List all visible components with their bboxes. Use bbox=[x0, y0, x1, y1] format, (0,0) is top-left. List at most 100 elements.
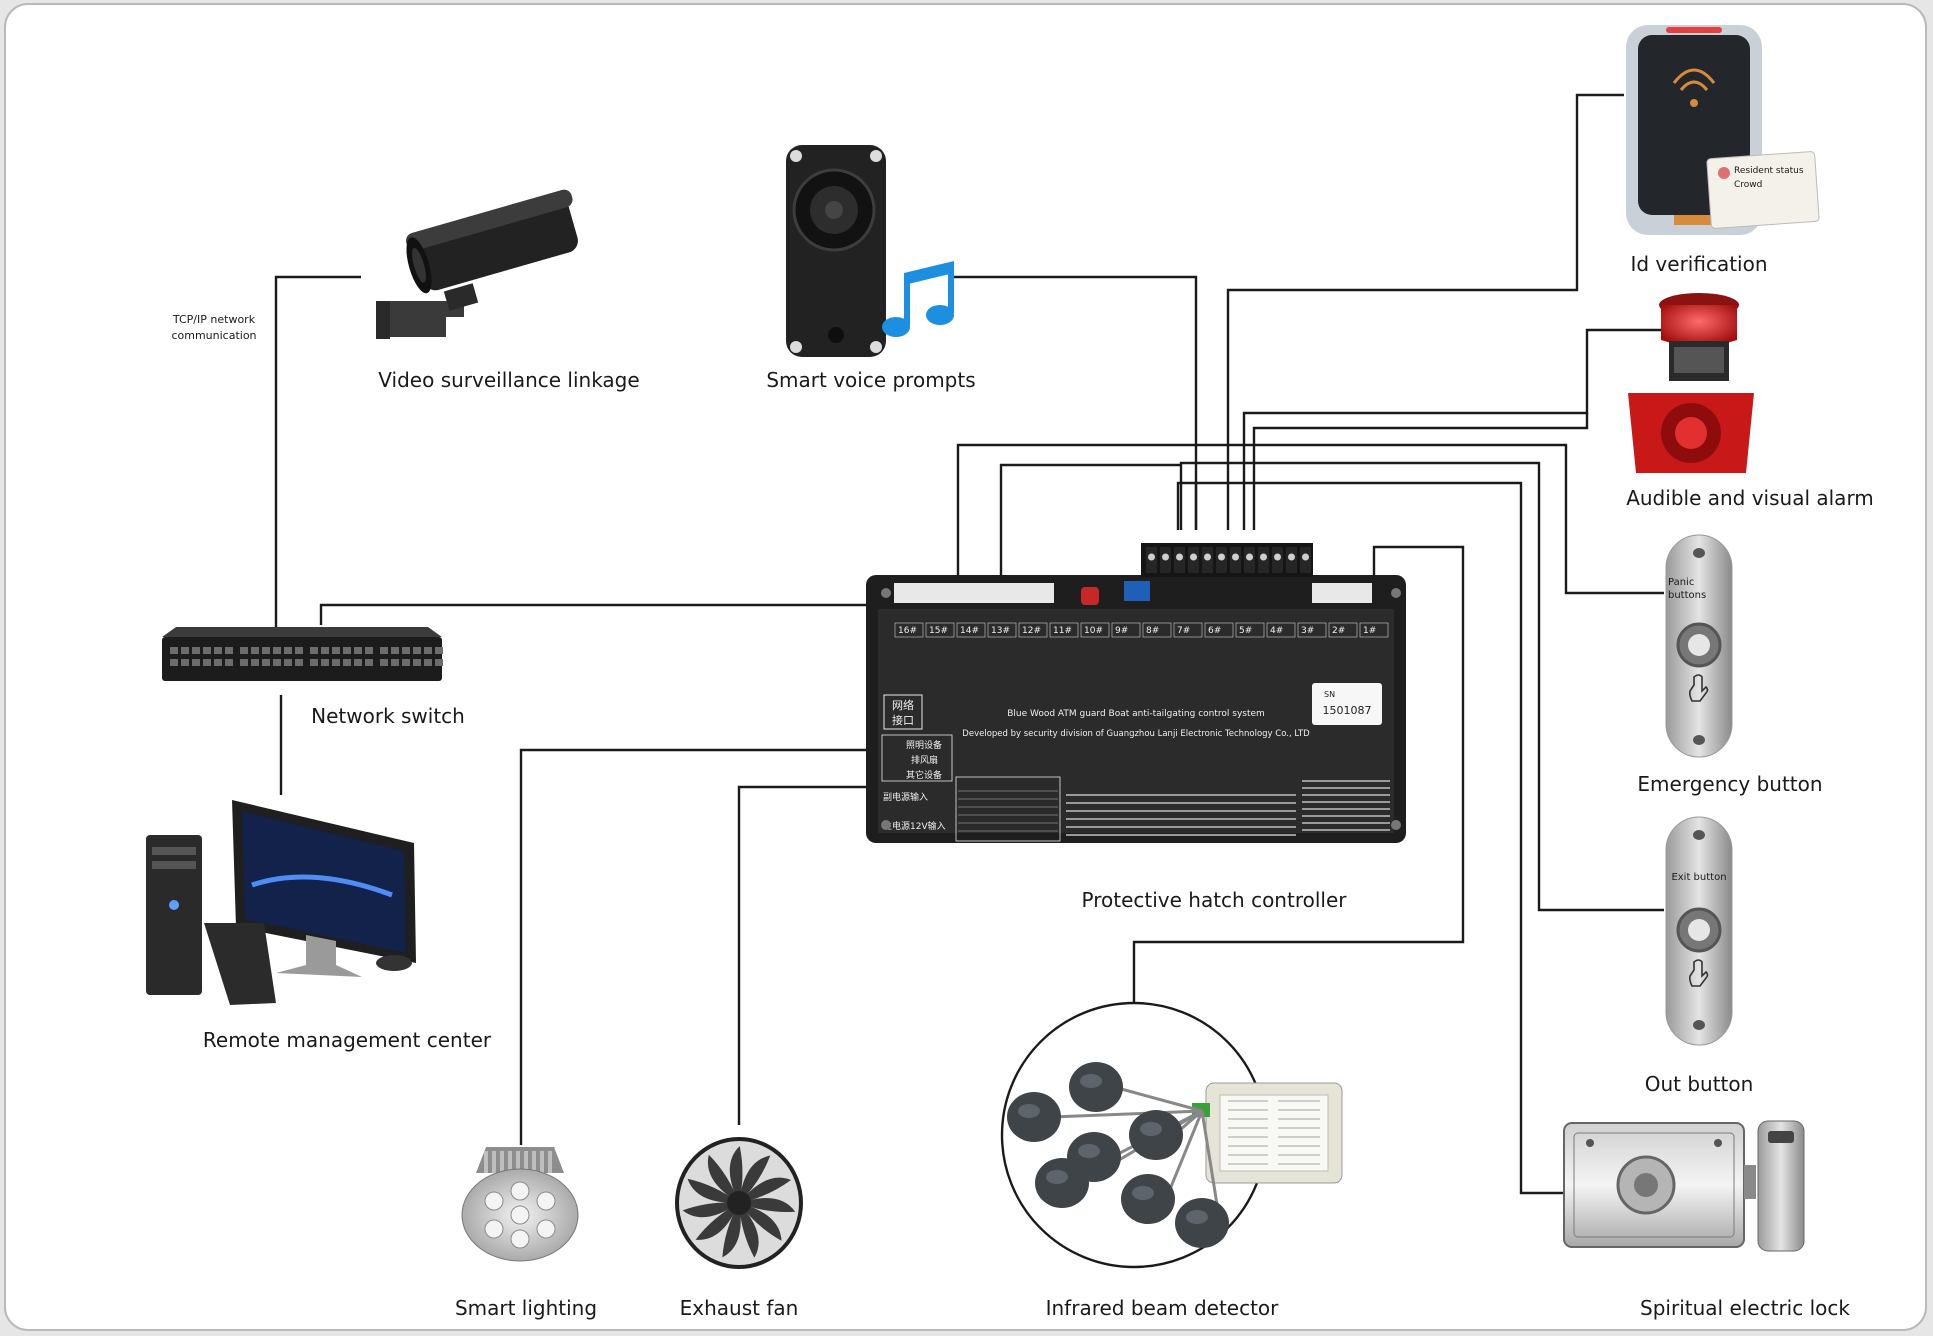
led-bulb bbox=[536, 1219, 556, 1239]
switch-port bbox=[413, 647, 421, 654]
alarm-device: Audible and visual alarm bbox=[1626, 293, 1874, 510]
terminal-screw bbox=[1232, 553, 1239, 561]
terminal-screw bbox=[1288, 553, 1295, 561]
wire-id bbox=[1226, 93, 1624, 530]
switch-port bbox=[354, 659, 362, 666]
heatsink-fin bbox=[524, 1151, 528, 1173]
switch-port bbox=[424, 659, 432, 666]
wire-emergency bbox=[956, 443, 1664, 595]
switch-port bbox=[310, 659, 318, 666]
switch-port bbox=[402, 647, 410, 654]
fan-blade bbox=[682, 1202, 739, 1218]
switch-port bbox=[284, 659, 292, 666]
exit-plate-text: Exit button bbox=[1671, 872, 1726, 883]
wire-lock bbox=[1194, 481, 1563, 1195]
voice-label: Smart voice prompts bbox=[766, 368, 975, 392]
terminal-screw bbox=[1260, 553, 1267, 561]
port-frame bbox=[1328, 622, 1358, 638]
switch-port bbox=[295, 659, 303, 666]
fan-blade bbox=[722, 1203, 741, 1258]
switch-port bbox=[225, 647, 233, 654]
wire-ir bbox=[1132, 545, 1465, 1015]
lock-label: Spiritual electric lock bbox=[1640, 1296, 1850, 1320]
switch-port bbox=[332, 647, 340, 654]
terminal-screw bbox=[1176, 553, 1183, 561]
switch-port bbox=[192, 659, 200, 666]
fan-label: Exhaust fan bbox=[680, 1296, 799, 1320]
heatsink-fin bbox=[484, 1151, 488, 1173]
controller-device: 16#15#14#13#12#11#10#9#8#7#6#5#4#3#2#1# … bbox=[866, 543, 1406, 912]
fan-blade bbox=[739, 1203, 782, 1241]
speaker-icon bbox=[786, 145, 886, 357]
downlight-icon bbox=[461, 1147, 579, 1262]
switch-device: Network switch bbox=[162, 627, 465, 728]
camera-icon bbox=[376, 189, 578, 339]
terminal-screw bbox=[1148, 553, 1155, 561]
led-bulb bbox=[510, 1229, 530, 1249]
ir-sensor-icon bbox=[1007, 1062, 1343, 1248]
port-number: 12# bbox=[1022, 626, 1041, 636]
switch-port bbox=[380, 647, 388, 654]
power-label-aux: 副电源输入 bbox=[883, 791, 928, 803]
port-frame bbox=[925, 622, 955, 638]
terminal-screw bbox=[1162, 553, 1169, 561]
light-device: Smart lighting bbox=[455, 1147, 597, 1320]
port-number: 6# bbox=[1208, 626, 1221, 636]
wiring bbox=[274, 93, 1664, 1195]
led-bulb bbox=[510, 1205, 530, 1225]
port-number: 3# bbox=[1301, 626, 1314, 636]
switch-port bbox=[321, 659, 329, 666]
switch-port bbox=[240, 659, 248, 666]
voice-device: Smart voice prompts bbox=[766, 145, 976, 392]
ir-cable bbox=[1113, 1085, 1203, 1113]
alarm-label: Audible and visual alarm bbox=[1626, 486, 1874, 510]
controller-dev-line: Developed by security division of Guangz… bbox=[962, 729, 1310, 739]
ir-emitter-highlight bbox=[1018, 1104, 1040, 1118]
switch-port bbox=[435, 659, 443, 666]
switch-port bbox=[203, 647, 211, 654]
switch-port bbox=[214, 647, 222, 654]
switch-port bbox=[380, 659, 388, 666]
led-bulb bbox=[536, 1191, 556, 1211]
switch-port bbox=[181, 647, 189, 654]
wire-camera-switch bbox=[274, 275, 361, 627]
port-number: 13# bbox=[991, 626, 1010, 636]
panic-plate-line2: buttons bbox=[1668, 590, 1706, 601]
switch-port bbox=[343, 659, 351, 666]
ir-emitter-highlight bbox=[1078, 1144, 1100, 1158]
switch-port bbox=[214, 659, 222, 666]
controller-board-icon: 16#15#14#13#12#11#10#9#8#7#6#5#4#3#2#1# … bbox=[866, 543, 1406, 843]
port-frame bbox=[1359, 622, 1389, 638]
port-frame bbox=[1235, 622, 1265, 638]
terminal-screw bbox=[1218, 553, 1225, 561]
port-number: 8# bbox=[1146, 626, 1159, 636]
heatsink-fin bbox=[532, 1151, 536, 1173]
siren-icon bbox=[1628, 293, 1754, 473]
out-label-fan: 排风扇 bbox=[911, 754, 938, 766]
fan-blade bbox=[695, 1203, 739, 1240]
wire-voice bbox=[951, 275, 1198, 530]
wire-fan bbox=[737, 785, 866, 1125]
port-number: 5# bbox=[1239, 626, 1252, 636]
id-device: Resident status Crowd Id verification bbox=[1626, 25, 1820, 276]
ir-emitter-highlight bbox=[1140, 1122, 1162, 1136]
ir-cable bbox=[1051, 1109, 1203, 1119]
led-bulb bbox=[510, 1181, 530, 1201]
heatsink-fin bbox=[540, 1151, 544, 1173]
out-label-other: 其它设备 bbox=[906, 769, 942, 781]
wire-out bbox=[1179, 461, 1664, 912]
port-frame bbox=[1080, 622, 1110, 638]
switch-port bbox=[170, 647, 178, 654]
pc-label: Remote management center bbox=[203, 1028, 492, 1052]
ir-emitter-highlight bbox=[1132, 1186, 1154, 1200]
id-label: Id verification bbox=[1630, 252, 1767, 276]
heatsink-fin bbox=[500, 1151, 504, 1173]
led-bulb bbox=[484, 1191, 504, 1211]
terminal-screw bbox=[1246, 553, 1253, 561]
port-number: 4# bbox=[1270, 626, 1283, 636]
switch-port bbox=[273, 659, 281, 666]
switch-port bbox=[435, 647, 443, 654]
light-label: Smart lighting bbox=[455, 1296, 597, 1320]
port-frame bbox=[1049, 622, 1079, 638]
out-label: Out button bbox=[1645, 1072, 1754, 1096]
